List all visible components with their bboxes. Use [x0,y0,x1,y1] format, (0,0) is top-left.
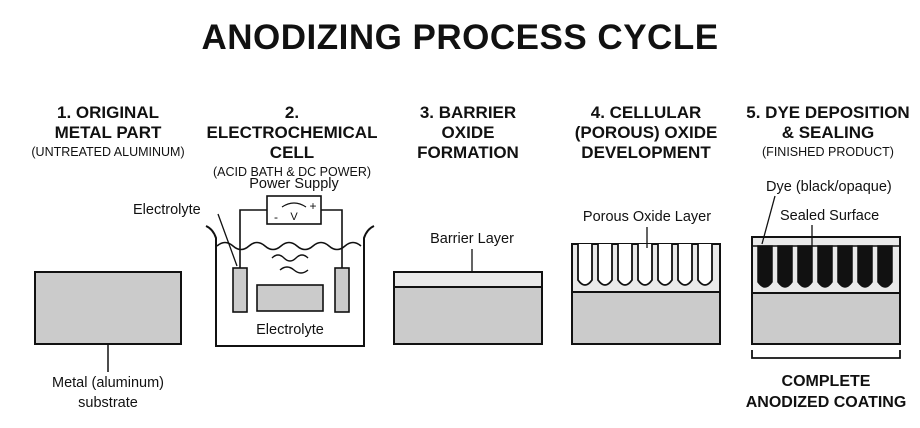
voltmeter-dial [281,202,307,208]
dye-filled-pores [757,245,893,288]
step-5-heading-line1: 5. DYE DEPOSITION [746,103,910,122]
substrate-label-line1: Metal (aluminum) [52,375,164,391]
electrolyte-surface [216,241,362,251]
step-4-heading: 4. CELLULAR (POROUS) OXIDE DEVELOPMENT [556,103,736,163]
cathode-electrode [232,267,248,313]
electrolyte-top-label: Electrolyte [133,202,201,218]
porous-layer-label: Porous Oxide Layer [583,209,711,225]
electrolyte-ripple-2 [279,266,309,274]
complete-coating-bracket [751,350,901,359]
step-1-heading: 1. ORIGINAL METAL PART (UNTREATED ALUMIN… [18,103,198,161]
step-4-heading-line3: DEVELOPMENT [581,143,711,162]
complete-coating-label-line2: ANODIZED COATING [746,394,907,411]
porous-pore-walls [577,244,713,286]
barrier-layer-label: Barrier Layer [430,231,514,247]
step-1-heading-line1: 1. ORIGINAL [56,103,159,122]
step-1-subtitle: (UNTREATED ALUMINUM) [31,145,185,159]
step-2-subtitle: (ACID BATH & DC POWER) [212,165,372,179]
step-4-heading-line2: (POROUS) OXIDE [574,123,718,142]
substrate-label-line2: substrate [78,395,138,411]
electrolyte-bottom-label: Electrolyte [256,322,324,338]
step-2-heading-line2: CELL [269,143,315,162]
electrolyte-tank [205,225,375,347]
electrolyte-leader [217,213,238,267]
anode-electrode [334,267,350,313]
step-3-heading: 3. BARRIER OXIDE FORMATION [378,103,558,163]
page-title: ANODIZING PROCESS CYCLE [201,18,719,57]
power-supply-box [266,195,322,225]
electrolyte-ripple-1 [271,254,309,262]
wire-left [239,209,267,268]
dye-label: Dye (black/opaque) [766,179,892,195]
step-3-heading-line1: 3. BARRIER [419,103,517,122]
step-2-heading-line1: 2. ELECTROCHEMICAL [206,103,378,142]
workpiece [256,284,324,312]
power-plus-sign: + [309,199,316,213]
step-5-subtitle: (FINISHED PRODUCT) [762,145,894,159]
step-1-heading-line2: METAL PART [54,123,162,142]
wire-right [321,209,343,268]
dye-leader [761,195,776,245]
power-supply-label: Power Supply [249,176,339,192]
step-1-metal-block [34,271,182,345]
step-5-heading-line2: & SEALING [781,123,875,142]
power-minus-sign: - [274,210,278,224]
step-4-heading-line1: 4. CELLULAR [590,103,702,122]
step-3-heading-line3: FORMATION [417,143,519,162]
step-3-heading-line2: OXIDE [441,123,495,142]
complete-coating-label-line1: COMPLETE [782,373,871,390]
barrier-oxide-layer [393,271,543,288]
voltmeter-symbol: V [290,211,298,223]
sealed-surface-label: Sealed Surface [780,208,879,224]
step-5-heading: 5. DYE DEPOSITION & SEALING (FINISHED PR… [738,103,918,161]
step-2-heading: 2. ELECTROCHEMICAL CELL (ACID BATH & DC … [202,103,382,181]
